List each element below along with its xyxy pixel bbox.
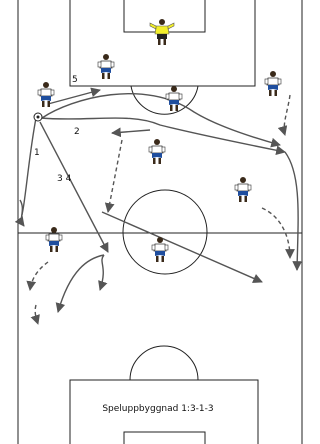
player-icon [151, 236, 169, 263]
arrow-run [41, 93, 281, 148]
player-icon [148, 138, 166, 165]
run-arrows [14, 87, 303, 313]
bottom-penalty-arc [129, 345, 199, 381]
arrow-long-pass [101, 211, 263, 283]
dashed-run-deep [30, 304, 40, 325]
arrow-pass-back [111, 127, 151, 138]
bottom-penalty-area [69, 379, 259, 444]
dashed-run-middle [104, 139, 123, 213]
dashed-run-wing [261, 207, 295, 259]
dashed-runs [26, 94, 295, 325]
arrow-pass-34 [39, 121, 109, 253]
diagram-caption: Speluppbyggnad 1:3-1-3 [102, 404, 213, 414]
arrow-dribble-down [98, 254, 108, 291]
field [17, 0, 303, 444]
arrow-dribble-1 [14, 199, 25, 227]
label-3-4: 3 4 [57, 174, 72, 184]
center-circle [122, 189, 208, 275]
player-icon [97, 53, 115, 80]
dashed-run-left [26, 261, 49, 291]
bottom-goal-area [123, 431, 206, 444]
player-icon [264, 70, 282, 97]
player-icon [165, 85, 183, 112]
label-1: 1 [34, 148, 40, 158]
label-5: 5 [72, 75, 78, 85]
arrow-pass-2 [39, 117, 286, 156]
ball-icon [33, 112, 43, 122]
dashed-run-right [277, 94, 291, 136]
arrow-pass-5 [47, 87, 101, 105]
top-penalty-arc [130, 85, 199, 115]
top-penalty-area [69, 0, 256, 87]
player-icon [45, 226, 63, 253]
players [37, 53, 282, 263]
label-2: 2 [74, 127, 80, 137]
arrow-run-right [284, 151, 303, 271]
player-icon [234, 176, 252, 203]
arrow-run-left [55, 254, 105, 313]
